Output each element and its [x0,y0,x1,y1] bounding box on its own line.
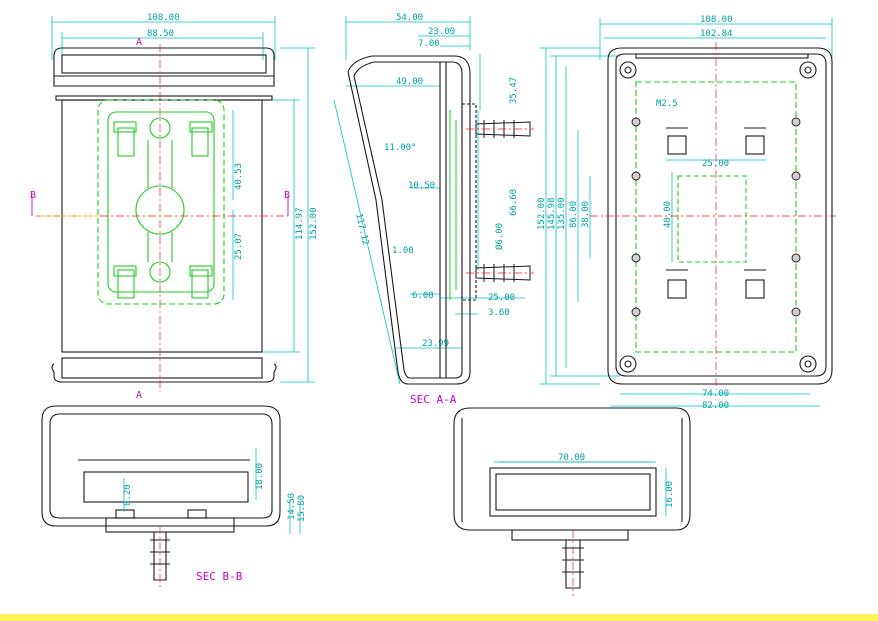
aa-depth: 54.00 [396,13,423,23]
back-h152: 152.00 [537,197,547,230]
front-view: 108.00 88.50 152.00 114.97 40.53 25.07 [30,13,319,401]
bottom-view: 70.00 16.00 [453,407,691,596]
aa-d3: 3.60 [488,308,510,318]
section-a-a-view: 54.00 23.00 7.00 49.00 35.47 11.00° 10.5… [333,13,534,406]
front-width-overall: 108.00 [147,13,180,23]
front-dim-25: 25.07 [234,233,244,260]
back-screw: M2.5 [656,99,678,109]
aa-d10: 10.50 [408,181,435,191]
section-marker-a-bottom: A [136,390,142,401]
aa-top-23: 23.00 [428,27,455,37]
aa-d66: 66.60 [509,189,519,216]
back-width-overall: 108.00 [700,15,733,25]
back-w25: 25.00 [702,159,729,169]
aa-top-7: 7.00 [418,39,440,49]
section-marker-a-top: A [136,37,142,48]
aa-hole: Ø6.00 [494,223,505,250]
back-h38: 38.00 [581,201,591,228]
bb-d18: 18.00 [255,463,265,490]
aa-angle: 11.00° [384,143,417,153]
front-width-inner: 88.50 [147,29,174,39]
sec-a-a-title: SEC A-A [410,393,457,406]
bb-d14: 14.50 [287,493,297,520]
front-height-overall: 152.00 [309,207,319,240]
back-view: 108.00 102.84 152.00 145.98 135.00 86.00… [537,15,836,411]
back-w82: 82.00 [702,401,729,411]
front-dim-40: 40.53 [234,163,244,190]
bottom-accent-strip [0,614,878,621]
aa-d1: 1.00 [392,246,414,256]
back-h135: 135.00 [557,197,567,230]
back-h86: 86.00 [569,201,579,228]
back-h145: 145.98 [547,197,557,230]
bottom-d16: 16.00 [665,481,675,508]
aa-d25: 25.00 [488,293,515,303]
aa-d35: 35.47 [509,77,519,104]
front-height-inner: 114.97 [295,207,305,240]
bb-d8: 8.20 [123,484,133,506]
back-h40: 40.00 [663,201,673,228]
bb-d15: 15.80 [297,495,307,522]
aa-d23: 23.99 [422,339,449,349]
aa-d117: 117.12 [353,212,370,246]
section-marker-b-right: B [284,190,290,201]
bottom-w70: 70.00 [558,453,585,463]
back-w74: 74.00 [702,389,729,399]
section-b-b-view: 18.00 8.20 14.50 15.80 SEC B-B [41,405,307,590]
back-width-inner: 102.84 [700,29,733,39]
sec-b-b-title: SEC B-B [196,570,243,583]
aa-d6: 6.00 [412,291,434,301]
section-marker-b-left: B [30,190,36,201]
aa-d49: 49.00 [396,77,423,87]
